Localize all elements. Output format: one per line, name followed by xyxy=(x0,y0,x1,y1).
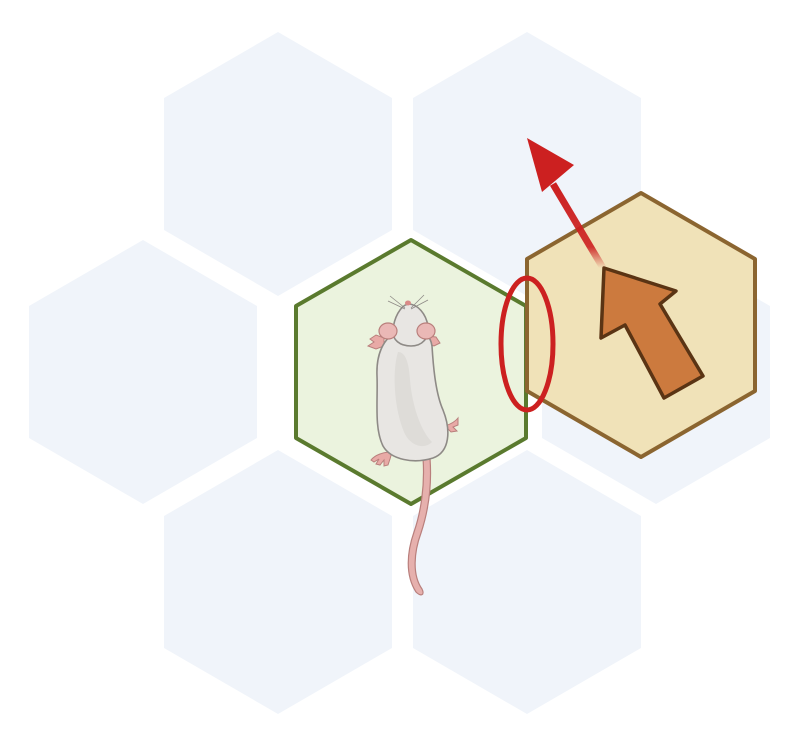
arena-hex-bottom-left xyxy=(164,450,392,714)
mouse-hind-foot-left xyxy=(370,451,393,467)
boundary-crossing-ellipse xyxy=(498,275,556,413)
mouse-body xyxy=(376,328,449,462)
mouse-back-shading xyxy=(394,352,432,447)
mouse-nose xyxy=(405,300,411,306)
arena-hex-bottom-right xyxy=(413,450,641,714)
arena-hex-mid-left xyxy=(29,240,257,504)
mouse-whiskers xyxy=(387,294,429,310)
mouse-icon xyxy=(366,294,459,596)
mouse-ear-right xyxy=(416,322,436,340)
arena-hex-top-left xyxy=(164,32,392,296)
direction-arrow-icon xyxy=(527,138,607,270)
movement-arrow-icon xyxy=(599,266,705,400)
mouse-ear-left xyxy=(378,322,398,340)
mouse-tail xyxy=(407,457,432,596)
